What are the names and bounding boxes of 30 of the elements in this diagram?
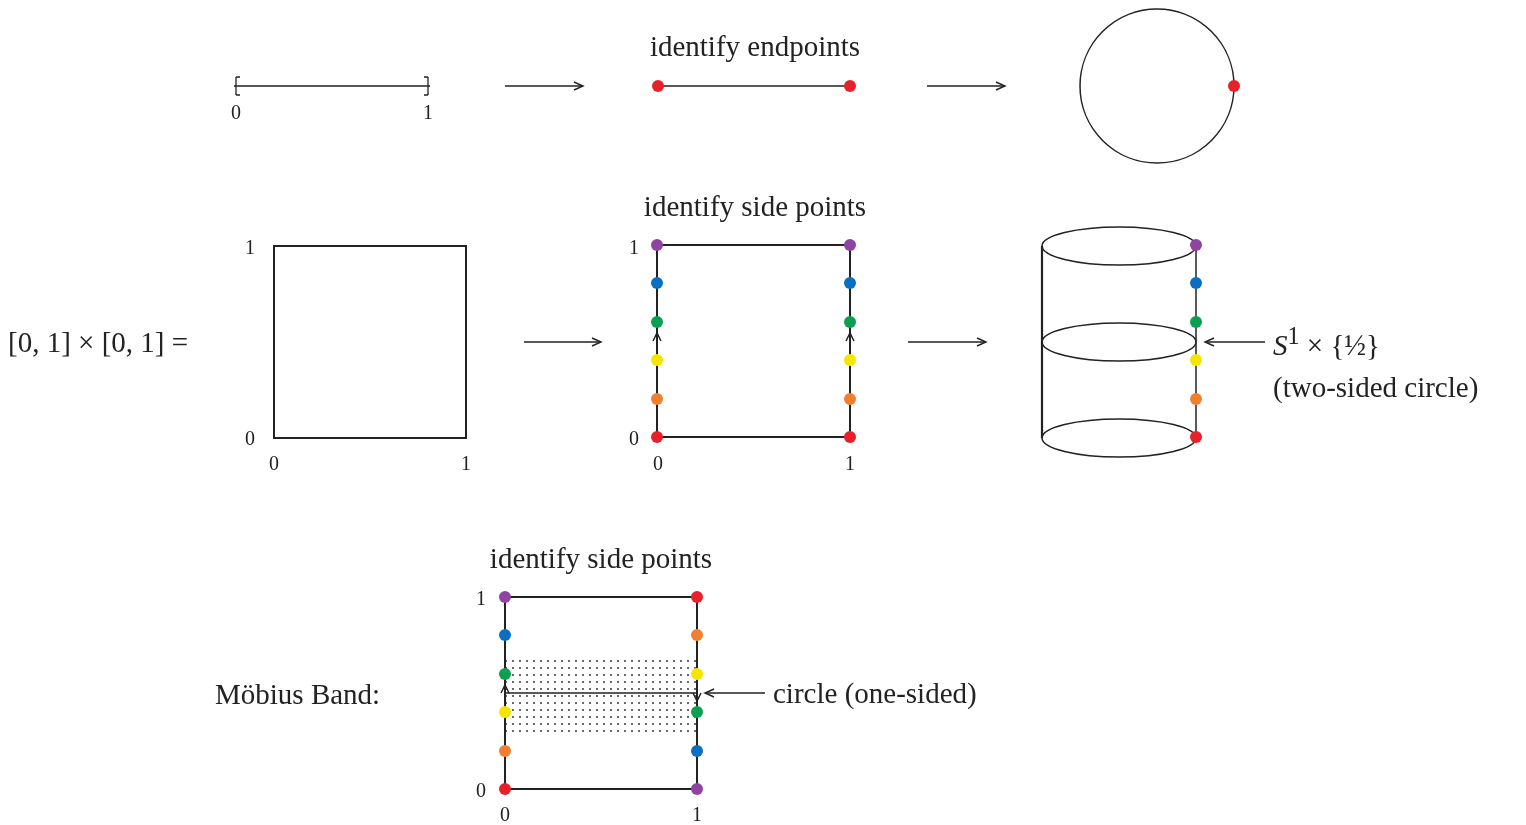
math-label: Möbius Band: [215, 677, 381, 711]
tick-label: 1 [845, 451, 855, 475]
callout-text: circle (one-sided) [773, 676, 977, 710]
tick-label: 0 [231, 100, 241, 124]
callout-text: S$^{1}$ × {½} [1273, 322, 1381, 362]
callout-text: (two-sided circle) [1273, 370, 1479, 404]
tick-label: 0 [245, 426, 255, 450]
tick-label: 1 [423, 100, 433, 124]
square-drawing [649, 237, 858, 446]
tick-label: 0 [629, 426, 639, 450]
arrow [926, 81, 1006, 91]
tick-label: 1 [629, 235, 639, 259]
arrow [907, 337, 987, 347]
heading-text: identify side points [489, 541, 713, 575]
heading-text: identify endpoints [649, 29, 861, 63]
arrow [523, 337, 602, 347]
math-label: [0, 1] × [0, 1] = [8, 325, 189, 359]
tick-label: 0 [653, 451, 663, 475]
tick-label: 0 [476, 778, 486, 802]
heading-text: identify side points [643, 189, 867, 223]
arrow [504, 81, 584, 91]
tick-label: 1 [692, 802, 702, 825]
leader-line [1204, 337, 1266, 347]
leader-line [704, 688, 766, 698]
mobius-square-drawing [497, 589, 705, 797]
tick-label: 1 [461, 451, 471, 475]
tick-label: 0 [269, 451, 279, 475]
tick-label: 1 [476, 586, 486, 610]
tick-label: 1 [245, 235, 255, 259]
tick-label: 0 [500, 802, 510, 825]
